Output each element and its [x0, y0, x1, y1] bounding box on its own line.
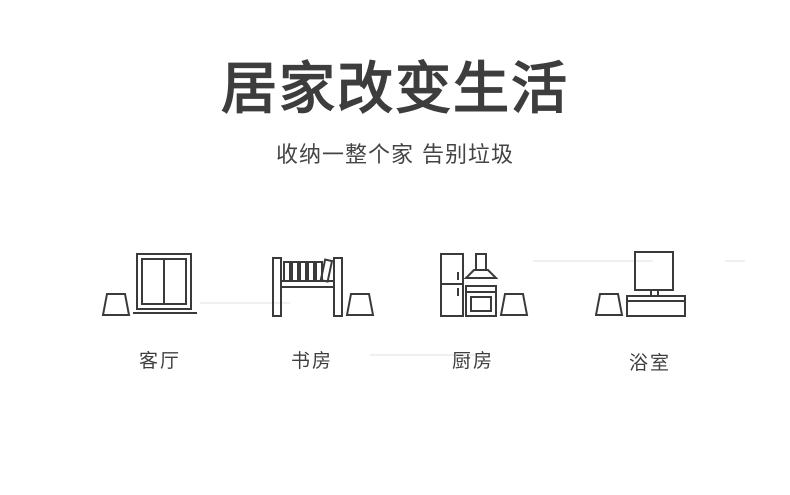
page-title: 居家改变生活 [221, 57, 569, 122]
room-label-living: 客厅 [138, 350, 181, 372]
room-bathroom: 浴室 [595, 250, 775, 400]
living-room-icon [101, 253, 197, 316]
bathroom-icon [595, 251, 686, 317]
room-kitchen: 厨房 [438, 250, 653, 400]
page-subtitle: 收纳一整个家 告别垃圾 [276, 143, 514, 168]
room-living: 客厅 [95, 250, 290, 400]
shade-line [725, 260, 745, 262]
shade-line [370, 354, 475, 356]
room-label-study: 书房 [290, 350, 333, 372]
shade-line [200, 302, 290, 304]
study-room-icon [272, 257, 375, 317]
room-label-bathroom: 浴室 [628, 352, 671, 374]
shade-line [533, 260, 653, 262]
kitchen-icon [440, 253, 529, 317]
room-label-kitchen: 厨房 [451, 350, 494, 372]
room-study: 书房 [270, 250, 475, 400]
